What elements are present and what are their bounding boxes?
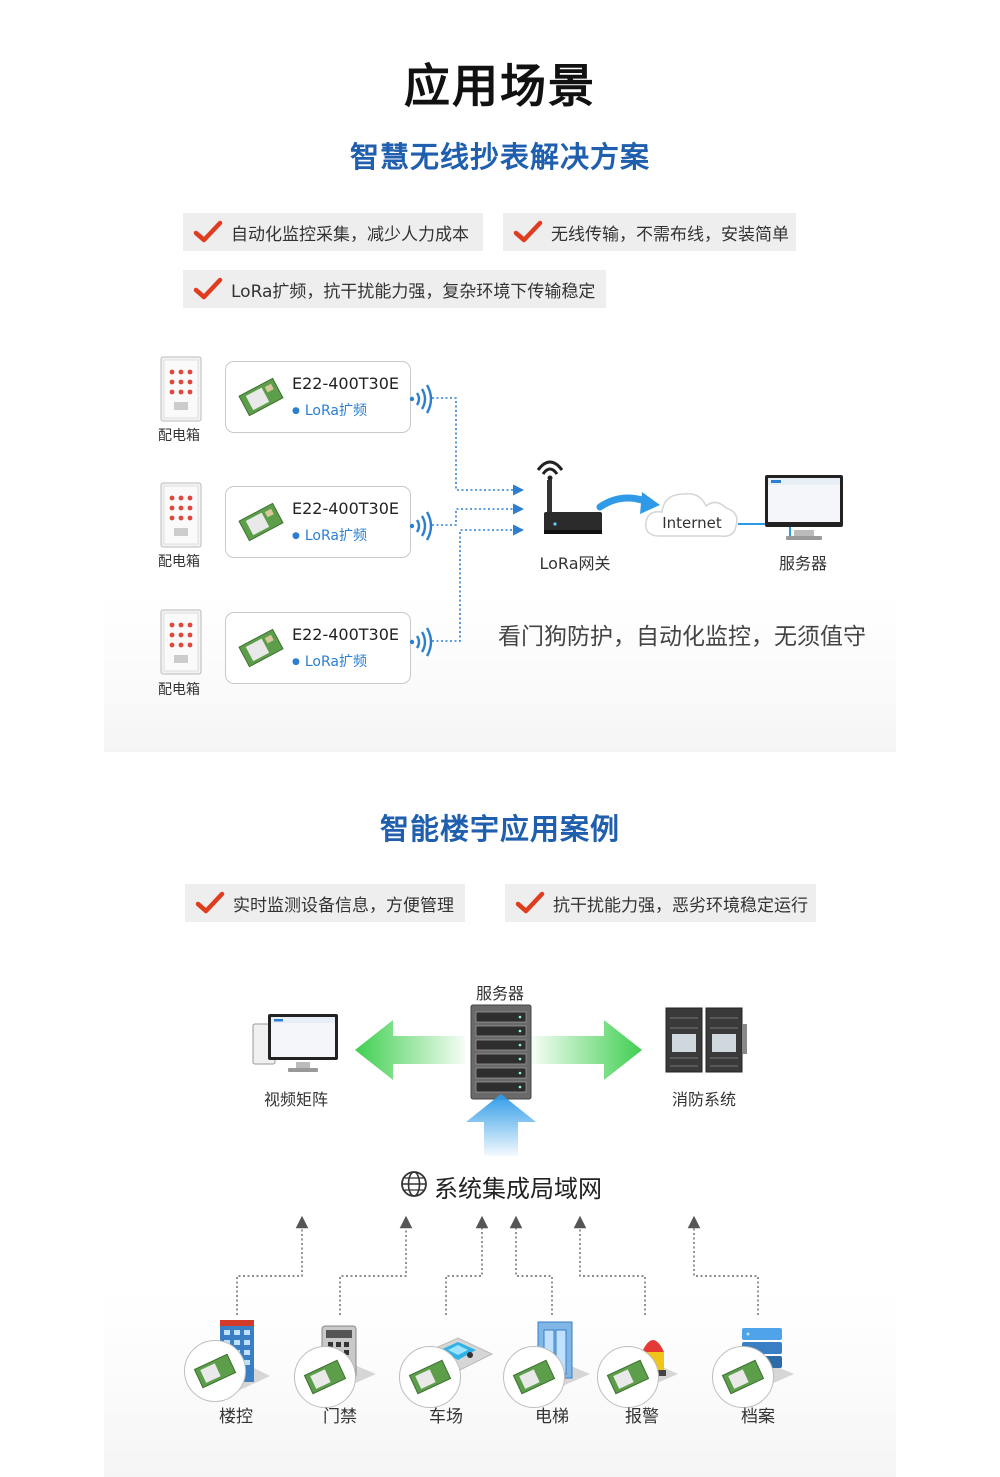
lora-module-badge [597, 1346, 659, 1408]
module-model: E22-400T30E [292, 374, 400, 393]
distribution-box-icon [160, 356, 202, 422]
section2-title: 智能楼宇应用案例 [379, 812, 620, 846]
device-label: 车场 [429, 1407, 463, 1427]
distribution-box-icon [160, 482, 202, 548]
fire-system-label: 消防系统 [671, 1090, 736, 1109]
cloud-icon [645, 493, 738, 538]
monitor-icon [765, 475, 843, 540]
lora-module-icon [721, 1359, 765, 1395]
device-label: 门禁 [323, 1407, 357, 1427]
rack-server-label: 服务器 [475, 984, 524, 1003]
module-model: E22-400T30E [292, 625, 400, 644]
check-icon [515, 891, 545, 914]
distribution-box-icon [160, 609, 202, 675]
feature-text: 自动化监控采集，减少人力成本 [231, 224, 469, 245]
feature-badge: 无线传输，不需布线，安装简单 [503, 213, 796, 251]
lora-module-card: E22-400T30E LoRa扩频 [225, 612, 411, 684]
lora-gateway-icon [536, 460, 602, 534]
globe-icon [401, 1171, 427, 1197]
distribution-box-label: 配电箱 [158, 554, 200, 570]
feature-text: LoRa扩频，抗干扰能力强，复杂环境下传输稳定 [231, 281, 596, 302]
arrow-up-icon [466, 1094, 536, 1156]
lora-module-icon [606, 1359, 650, 1395]
fire-system-cabinet-icon [665, 1007, 747, 1073]
lan-label: 系统集成局域网 [434, 1175, 602, 1203]
feature-text: 抗干扰能力强，恶劣环境稳定运行 [553, 895, 808, 916]
device-label: 电梯 [535, 1407, 569, 1427]
lora-module-icon [238, 502, 284, 542]
check-icon [193, 220, 223, 243]
check-icon [195, 891, 225, 914]
slogan-text: 看门狗防护，自动化监控，无须值守 [498, 624, 866, 650]
lora-module-badge [712, 1346, 774, 1408]
feature-badge: LoRa扩频，抗干扰能力强，复杂环境下传输稳定 [183, 270, 606, 308]
lora-module-icon [238, 377, 284, 417]
lora-module-icon [238, 628, 284, 668]
cloud-label: Internet [662, 514, 722, 532]
lora-module-badge [294, 1346, 356, 1408]
lora-module-card: E22-400T30E LoRa扩频 [225, 486, 411, 558]
check-icon [193, 277, 223, 300]
lora-module-icon [303, 1359, 347, 1395]
wireless-signal-icon [409, 384, 433, 414]
feature-badge: 抗干扰能力强，恶劣环境稳定运行 [505, 884, 816, 922]
server-rack-icon [470, 1004, 532, 1100]
device-label: 报警 [625, 1407, 659, 1427]
feature-text: 无线传输，不需布线，安装简单 [551, 224, 789, 245]
lora-module-card: E22-400T30E LoRa扩频 [225, 361, 411, 433]
module-tag: LoRa扩频 [292, 651, 367, 671]
video-matrix-icon [252, 1014, 338, 1072]
gateway-label: LoRa网关 [539, 554, 611, 573]
lora-module-icon [408, 1359, 452, 1395]
arrow-right-icon [532, 1020, 642, 1080]
lora-module-badge [184, 1340, 246, 1402]
wireless-signal-icon [409, 627, 433, 657]
module-tag: LoRa扩频 [292, 400, 367, 420]
lora-module-icon [512, 1359, 556, 1395]
server-label: 服务器 [778, 554, 827, 573]
device-label: 档案 [741, 1407, 775, 1427]
arrow-left-icon [355, 1020, 465, 1080]
lora-module-badge [399, 1346, 461, 1408]
distribution-box-label: 配电箱 [158, 428, 200, 444]
section1-title: 智慧无线抄表解决方案 [349, 140, 650, 174]
check-icon [513, 220, 543, 243]
feature-badge: 自动化监控采集，减少人力成本 [183, 213, 483, 251]
video-matrix-label: 视频矩阵 [263, 1090, 328, 1109]
feature-text: 实时监测设备信息，方便管理 [233, 895, 454, 916]
module-model: E22-400T30E [292, 499, 400, 518]
device-label: 楼控 [219, 1407, 253, 1427]
feature-badge: 实时监测设备信息，方便管理 [185, 884, 465, 922]
lora-module-icon [193, 1353, 237, 1389]
lora-module-badge [503, 1346, 565, 1408]
wireless-signal-icon [409, 511, 433, 541]
module-tag: LoRa扩频 [292, 525, 367, 545]
distribution-box-label: 配电箱 [158, 682, 200, 698]
page-title: 应用场景 [404, 59, 596, 113]
device-connector-lines [236, 1215, 759, 1315]
